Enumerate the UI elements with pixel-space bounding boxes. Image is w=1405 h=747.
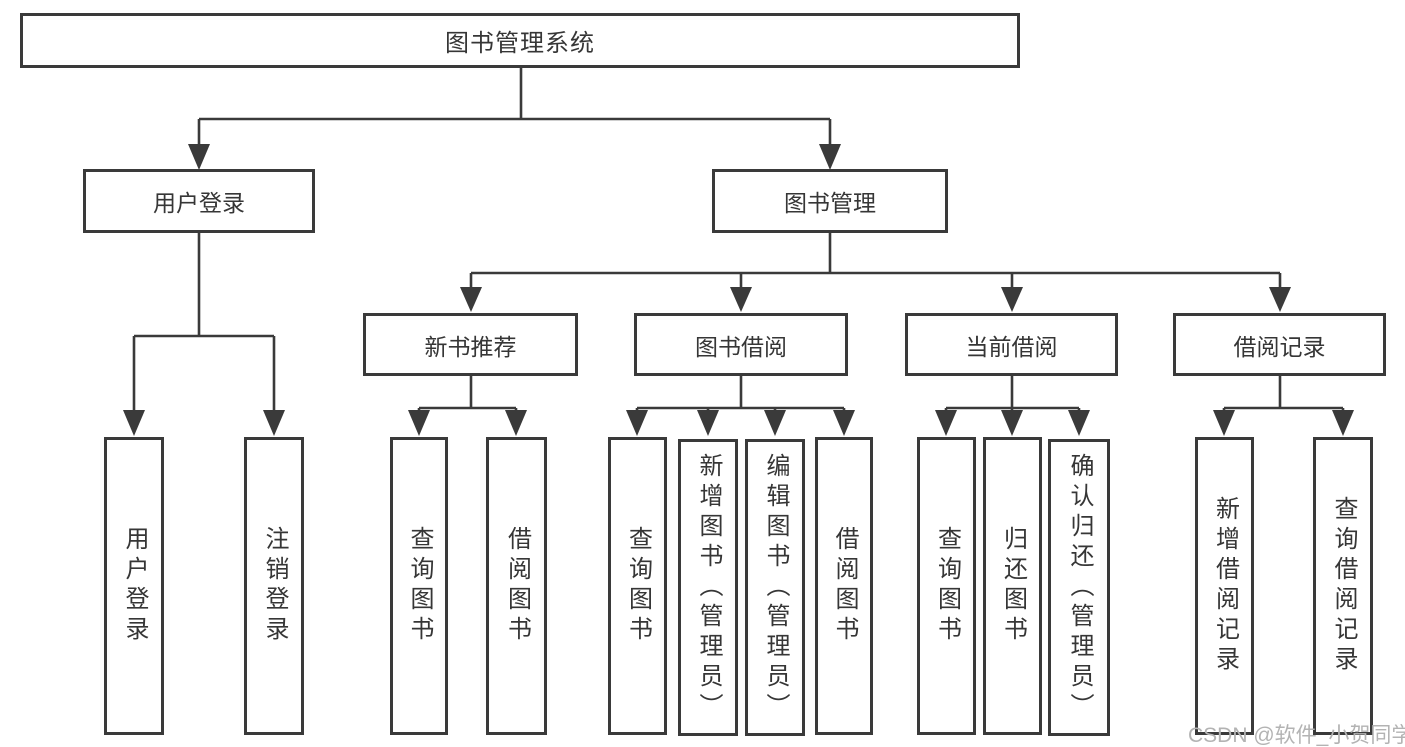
node-book-management: 图书管理 (712, 169, 948, 233)
leaf-borrow-query-books: 查询图书 (608, 437, 667, 735)
csdn-watermark: CSDN @软件_小贺同学 (1188, 724, 1405, 747)
leaf-logout: 注销登录 (244, 437, 304, 735)
leaf-user-login: 用户登录 (104, 437, 164, 735)
leaf-current-return-books: 归还图书 (983, 437, 1042, 735)
node-user-login: 用户登录 (83, 169, 315, 233)
node-new-book-recommend: 新书推荐 (363, 313, 578, 376)
leaf-current-confirm-return-admin: 确认归还（管理员） (1048, 439, 1110, 736)
node-current-borrow: 当前借阅 (905, 313, 1118, 376)
node-borrow-records: 借阅记录 (1173, 313, 1386, 376)
node-book-borrow: 图书借阅 (634, 313, 848, 376)
leaf-borrow-add-books-admin: 新增图书（管理员） (678, 439, 738, 736)
leaf-records-add-record: 新增借阅记录 (1195, 437, 1254, 735)
leaf-recommend-borrow-books: 借阅图书 (486, 437, 547, 735)
leaf-records-query-record: 查询借阅记录 (1313, 437, 1373, 735)
node-root-library-system: 图书管理系统 (20, 13, 1020, 68)
leaf-current-query-books: 查询图书 (917, 437, 976, 735)
leaf-recommend-query-books: 查询图书 (390, 437, 448, 735)
leaf-borrow-edit-books-admin: 编辑图书（管理员） (745, 439, 805, 736)
leaf-borrow-borrow-books: 借阅图书 (815, 437, 873, 735)
